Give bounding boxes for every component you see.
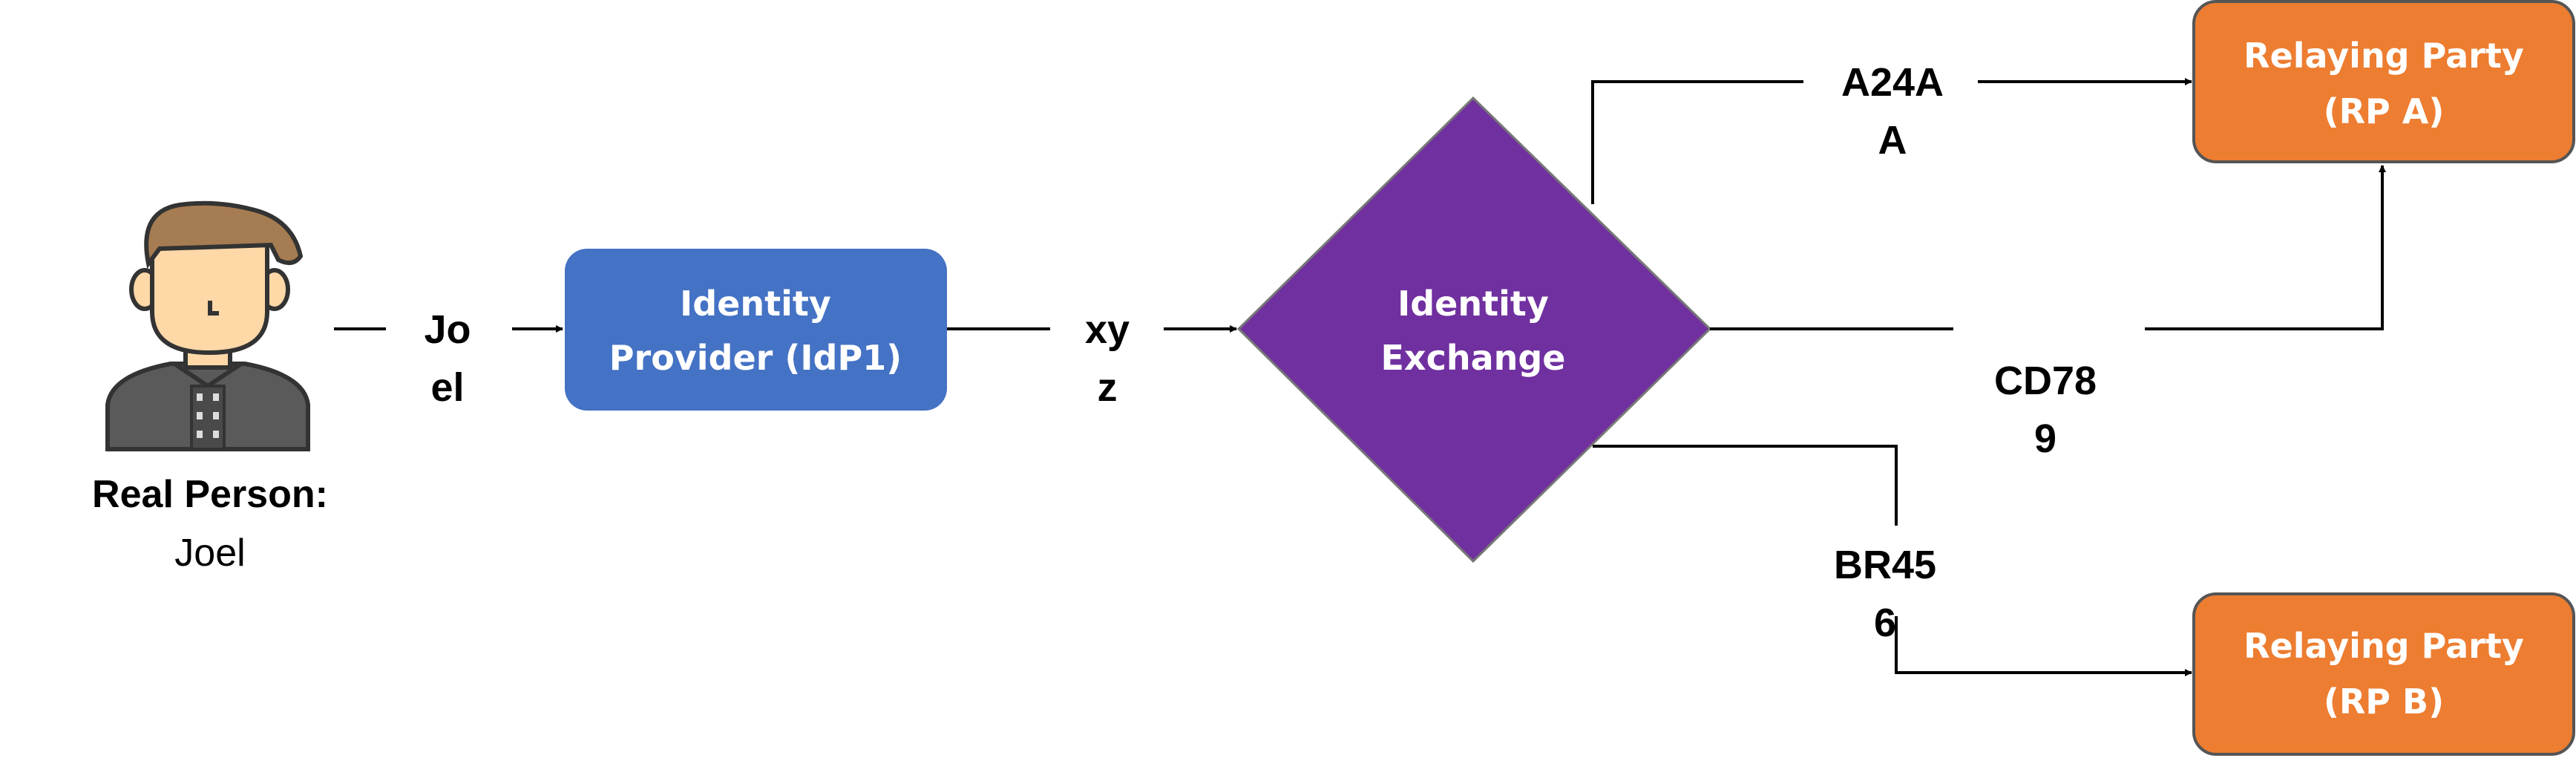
edge-idp-exchange-label-2: z	[1098, 365, 1118, 410]
rp-a-label-2: (RP A)	[2324, 91, 2445, 131]
edge-exchange-rpa-top-segment-a	[1591, 80, 1803, 204]
rp-a-label-1: Relaying Party	[2244, 36, 2524, 76]
rp-b-label-1: Relaying Party	[2244, 626, 2524, 666]
idp-node: Identity Provider (IdP1)	[565, 249, 947, 411]
edge-idp-exchange-label-1: xy	[1085, 307, 1130, 352]
edge-exchange-rpb-segment-b	[1895, 616, 2192, 676]
edge-exchange-rpb-segment-a	[1593, 445, 1898, 526]
edge-person-idp-label-1: Jo	[424, 307, 471, 352]
edge-exchange-rpa-mid-segment-b	[2145, 165, 2386, 330]
idp-label-2: Provider (IdP1)	[609, 338, 902, 378]
person-label-name: Joel	[174, 532, 245, 575]
edge-exchange-rpa-top-label-1: A24A	[1841, 60, 1944, 105]
exchange-label-2: Exchange	[1380, 338, 1565, 378]
edge-exchange-rpb-label-1: BR45	[1834, 543, 1936, 587]
rp-a-node: Relaying Party (RP A)	[2192, 0, 2575, 163]
edge-person-idp-label-2: el	[430, 365, 464, 410]
exchange-label-1: Identity	[1397, 284, 1549, 324]
exchange-node: Identity Exchange	[1236, 96, 1712, 563]
rp-b-node: Relaying Party (RP B)	[2192, 592, 2575, 756]
person-avatar-icon	[105, 200, 310, 451]
edge-exchange-rpb-label-2: 6	[1874, 601, 1896, 645]
edge-exchange-rpa-mid-label-2: 9	[2034, 416, 2056, 461]
person-label-bold: Real Person:	[92, 473, 328, 516]
edge-exchange-rpa-top-label-2: A	[1878, 118, 1907, 163]
rp-b-label-2: (RP B)	[2324, 682, 2444, 722]
idp-label-1: Identity	[680, 284, 831, 324]
edge-exchange-rpa-mid-label-1: CD78	[1994, 359, 2097, 403]
